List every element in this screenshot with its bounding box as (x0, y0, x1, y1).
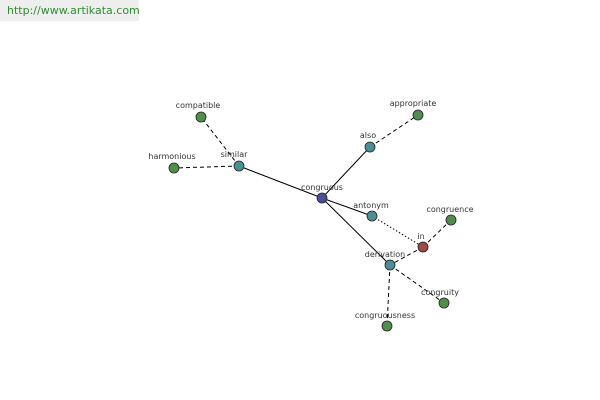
node-label-congruence: congruence (426, 205, 473, 214)
edge-similar-compatible (200, 116, 240, 167)
node-circle-appropriate[interactable] (412, 109, 424, 121)
edge-derivation-congruity (389, 264, 445, 304)
node-derivation[interactable]: derivation (365, 250, 405, 271)
node-circle-congruity[interactable] (438, 297, 450, 309)
edge-derivation-congruousness (386, 264, 391, 327)
nodes-layer: congruous similar also antonym derivation in c… (148, 99, 474, 332)
node-label-appropriate: appropriate (390, 99, 437, 108)
node-label-congruity: congruity (421, 288, 459, 297)
edge-also-appropriate (369, 114, 419, 148)
node-harmonious[interactable]: harmonious (148, 152, 196, 174)
node-label-harmonious: harmonious (148, 152, 195, 161)
edge-congruous-also (321, 146, 371, 199)
node-congruity[interactable]: congruity (421, 288, 459, 309)
node-label-similar: similar (221, 150, 249, 159)
node-circle-congruousness[interactable] (381, 320, 393, 332)
node-circle-harmonious[interactable] (168, 162, 180, 174)
node-antonym[interactable]: antonym (353, 201, 389, 222)
node-compatible[interactable]: compatible (176, 101, 221, 123)
node-congruence[interactable]: congruence (426, 205, 474, 226)
source-bar: http://www.artikata.com (0, 0, 140, 21)
node-label-in: in (417, 232, 424, 241)
node-label-derivation: derivation (365, 250, 405, 259)
edges-layer (173, 114, 452, 327)
node-label-compatible: compatible (176, 101, 221, 110)
edge-congruous-antonym (321, 197, 373, 217)
node-similar[interactable]: similar (221, 150, 249, 172)
node-also[interactable]: also (360, 131, 376, 153)
node-label-also: also (360, 131, 376, 140)
node-congruousness[interactable]: congruousness (355, 311, 415, 332)
node-congruous[interactable]: congruous (301, 183, 343, 204)
edge-congruous-similar (238, 165, 323, 199)
edge-congruous-derivation (321, 197, 391, 266)
node-circle-similar[interactable] (233, 160, 245, 172)
node-label-congruous: congruous (301, 183, 343, 192)
node-circle-in[interactable] (417, 241, 429, 253)
node-label-antonym: antonym (353, 201, 389, 210)
node-circle-also[interactable] (364, 141, 376, 153)
node-circle-congruence[interactable] (445, 214, 457, 226)
node-circle-antonym[interactable] (366, 210, 378, 222)
node-circle-derivation[interactable] (384, 259, 396, 271)
node-label-congruousness: congruousness (355, 311, 415, 320)
node-appropriate[interactable]: appropriate (390, 99, 437, 121)
edge-similar-harmonious (173, 165, 240, 169)
node-circle-compatible[interactable] (195, 111, 207, 123)
node-circle-congruous[interactable] (316, 192, 328, 204)
node-in[interactable]: in (417, 232, 429, 253)
edge-in-derivation (389, 246, 424, 266)
edge-in-congruence (422, 219, 452, 248)
source-link[interactable]: http://www.artikata.com (7, 4, 140, 17)
edge-antonym-in (371, 215, 424, 248)
